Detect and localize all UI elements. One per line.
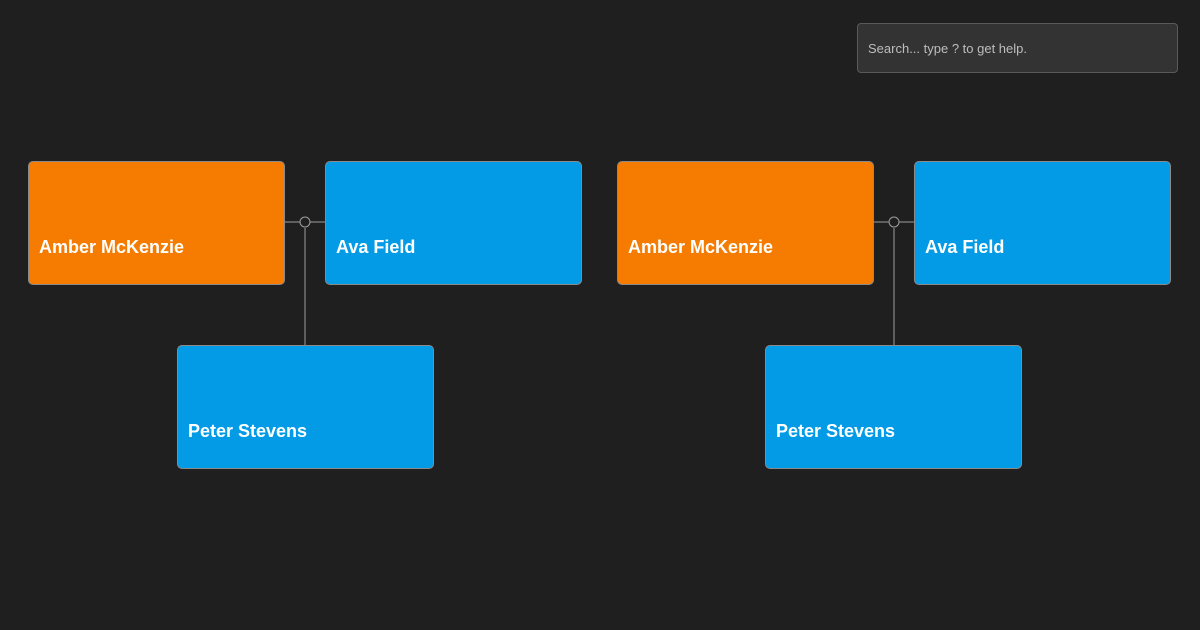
person-name: Ava Field bbox=[925, 237, 1005, 257]
search-input[interactable] bbox=[857, 23, 1178, 73]
person-card-peter-stevens[interactable]: Peter Stevens bbox=[765, 345, 1022, 469]
person-name: Ava Field bbox=[336, 237, 416, 257]
person-name: Peter Stevens bbox=[188, 421, 308, 441]
person-card-amber-mckenzie[interactable]: Amber McKenzie bbox=[28, 161, 285, 285]
person-card-amber-mckenzie[interactable]: Amber McKenzie bbox=[617, 161, 874, 285]
union-node bbox=[299, 216, 311, 228]
person-card-ava-field[interactable]: Ava Field bbox=[914, 161, 1171, 285]
person-card-peter-stevens[interactable]: Peter Stevens bbox=[177, 345, 434, 469]
person-name: Amber McKenzie bbox=[39, 237, 185, 257]
union-node bbox=[888, 216, 900, 228]
person-name: Amber McKenzie bbox=[628, 237, 774, 257]
person-name: Peter Stevens bbox=[776, 421, 896, 441]
person-card-ava-field[interactable]: Ava Field bbox=[325, 161, 582, 285]
